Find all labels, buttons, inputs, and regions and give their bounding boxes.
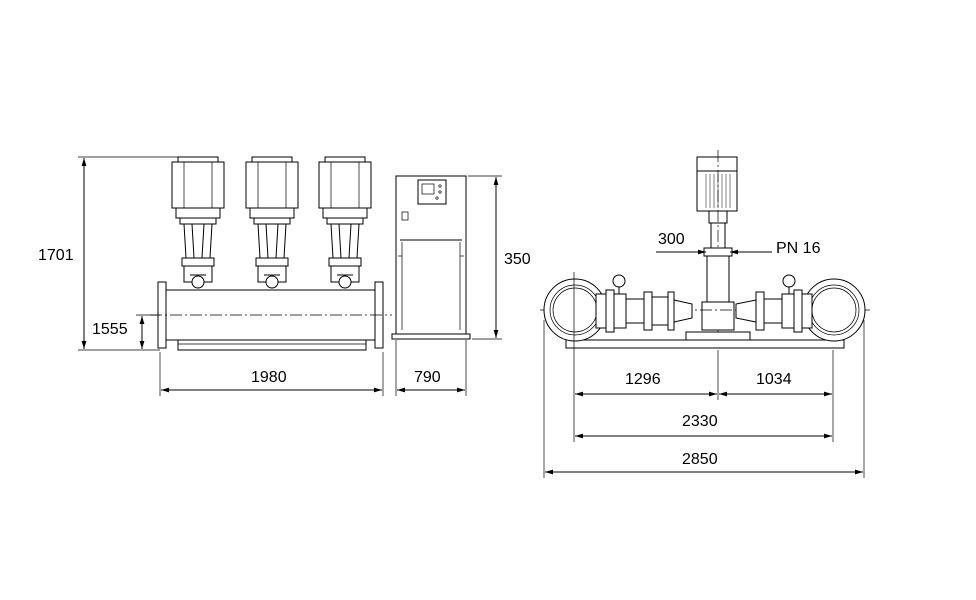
dim-pressure-rating: PN 16 [776,240,821,257]
front-view: 1701 1555 1980 790 350 [38,156,531,396]
dim-inner-width: 2330 [682,413,718,430]
dim-cabinet-height: 350 [504,251,531,268]
side-motor [685,150,751,360]
right-header-flange [735,274,866,342]
control-cabinet [391,175,471,340]
dim-flange-gap: 300 [658,231,685,248]
dimension-lines-front [78,156,502,396]
dim-overall-width: 2850 [682,451,718,468]
pump-unit-1 [171,156,225,289]
dim-cabinet-depth: 790 [414,369,441,386]
dim-left-offset: 1296 [625,371,661,388]
dim-total-height: 1701 [38,247,74,264]
left-header-flange [543,274,693,342]
dim-right-offset: 1034 [756,371,792,388]
pump-unit-2 [245,156,299,289]
side-view: 300 PN 16 1296 1034 2330 2850 [540,150,870,478]
dimension-lines-side [543,249,865,478]
manifold-pipe [150,281,392,351]
dim-length-front: 1980 [251,369,287,386]
side-base-frame [565,339,845,349]
pump-unit-3 [318,156,372,289]
dim-pipe-height: 1555 [92,321,128,338]
